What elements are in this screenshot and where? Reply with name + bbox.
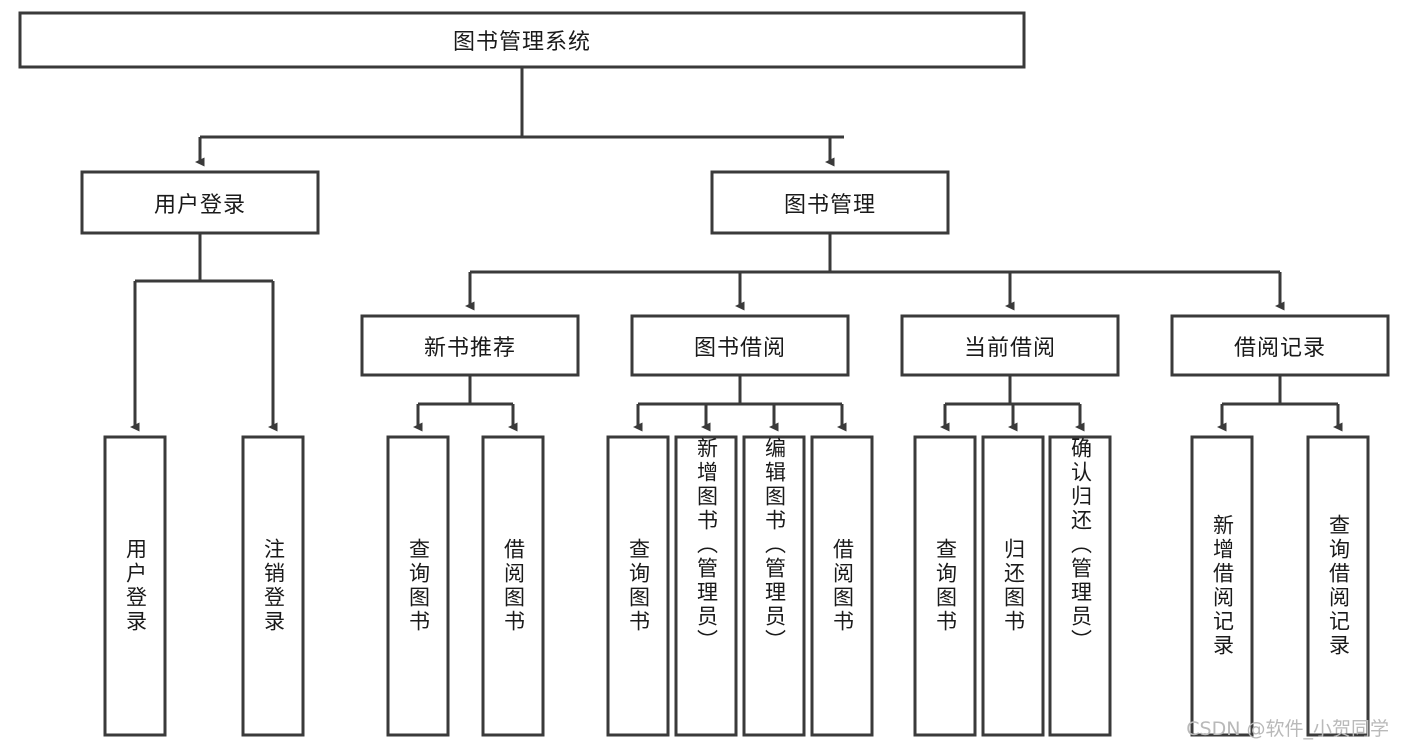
connector-group-new-book-recommend [413, 375, 518, 432]
node-box-book-manage[interactable] [710, 170, 950, 235]
connector-group-current-borrow [940, 375, 1085, 432]
connector-group-user-login [130, 233, 278, 432]
node-box-user-login[interactable] [80, 170, 320, 235]
connector-group-book-manage [465, 233, 1285, 311]
node-box-leaf-borrow-book-1[interactable] [481, 435, 545, 737]
node-box-book-borrow[interactable] [630, 314, 850, 377]
node-box-leaf-edit-book-admin[interactable] [742, 435, 806, 737]
node-box-leaf-return-book[interactable] [981, 435, 1045, 737]
node-box-leaf-add-book-admin[interactable] [674, 435, 738, 737]
connector-group-borrow-record [1217, 375, 1343, 432]
node-box-leaf-add-borrow-record[interactable] [1190, 435, 1254, 737]
node-box-leaf-query-borrow-record[interactable] [1306, 435, 1370, 737]
connector-group-root [195, 67, 844, 167]
node-box-leaf-query-book-3[interactable] [913, 435, 977, 737]
node-box-new-book-recommend[interactable] [360, 314, 580, 377]
node-box-leaf-confirm-return-admin[interactable] [1048, 435, 1112, 737]
node-box-current-borrow[interactable] [900, 314, 1120, 377]
node-box-root[interactable] [18, 11, 1026, 69]
node-box-leaf-user-logout[interactable] [241, 435, 305, 737]
node-box-leaf-query-book-2[interactable] [606, 435, 670, 737]
node-box-leaf-user-login[interactable] [103, 435, 167, 737]
node-box-borrow-record[interactable] [1170, 314, 1390, 377]
connector-group-book-borrow [633, 375, 847, 432]
node-box-leaf-borrow-book-2[interactable] [810, 435, 874, 737]
node-box-leaf-query-book-1[interactable] [386, 435, 450, 737]
